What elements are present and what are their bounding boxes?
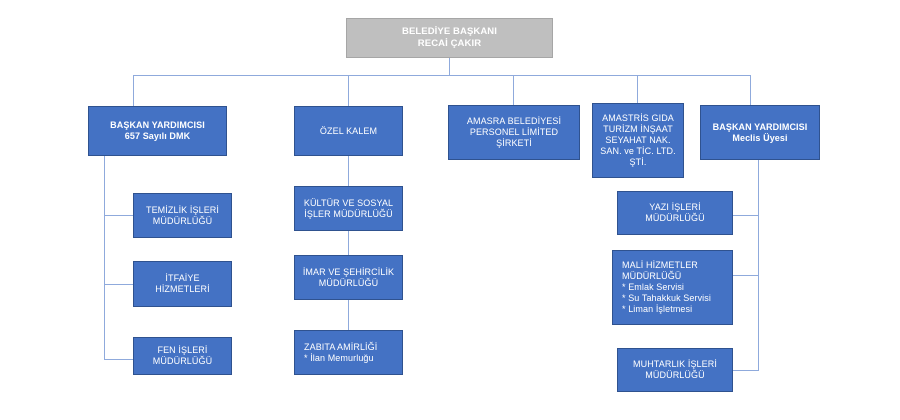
node-fen-isleri[interactable]: FEN İŞLERİ MÜDÜRLÜĞÜ [133,337,232,375]
connector-bus-to-baskan-yardimcisi-dmk [133,75,135,106]
node-zabita-amirligi-line1: ZABITA AMİRLİĞİ [304,341,378,352]
connector-right-stub-muhtarlik [733,370,759,372]
node-amastris-gida[interactable]: AMASTRİS GIDA TURİZM İNŞAAT SEYAHAT NAK.… [592,103,684,178]
node-kultur-sosyal-line1: KÜLTÜR VE SOSYAL [303,197,394,208]
node-temizlik-isleri-line2: MÜDÜRLÜĞÜ [152,215,213,226]
node-baskan-yardimcisi-meclis[interactable]: BAŞKAN YARDIMCISI Meclis Üyesi [700,105,820,160]
node-amastris-gida-line3: SEYAHAT NAK. [605,135,671,146]
node-belediye-baskani-line2: RECAİ ÇAKIR [417,38,482,49]
node-amasra-personel-line3: ŞİRKETİ [496,137,532,148]
node-fen-isleri-line2: MÜDÜRLÜĞÜ [152,356,213,366]
node-yazi-isleri[interactable]: YAZI İŞLERİ MÜDÜRLÜĞÜ [617,191,733,235]
connector-root-stem [449,58,451,75]
connector-right-stub-yazi [733,215,759,217]
node-muhtarlik-isleri-line1: MUHTARLIK İŞLERİ [633,359,717,370]
node-zabita-amirligi[interactable]: ZABITA AMİRLİĞİ * İlan Memurluğu [294,330,403,375]
node-itfaiye-hizmetleri[interactable]: İTFAİYE HİZMETLERİ [133,261,232,307]
node-mali-hizmetler-line5: * Liman İşletmesi [622,303,693,314]
node-amasra-personel-line1: AMASRA BELEDİYESİ [466,116,562,127]
node-amastris-gida-line1: AMASTRİS GIDA [602,113,674,124]
node-belediye-baskani[interactable]: BELEDİYE BAŞKANI RECAİ ÇAKIR [346,18,553,58]
node-imar-sehircilik-line1: İMAR VE ŞEHİRCİLİK [302,266,395,277]
connector-main-bus [133,75,751,77]
connector-bus-to-amasra-personel-ltd [513,75,515,105]
node-ozel-kalem-line1: ÖZEL KALEM [319,125,378,136]
node-amastris-gida-line2: TURİZM İNŞAAT [603,124,673,135]
node-amastris-gida-line4: SAN. ve TİC. LTD. [600,145,676,156]
node-muhtarlik-isleri-line2: MÜDÜRLÜĞÜ [645,370,705,380]
connector-bus-to-ozel-kalem [348,75,350,106]
connector-kultur-to-imar [348,231,350,255]
node-itfaiye-hizmetleri-line2: HİZMETLERİ [155,284,210,294]
node-zabita-amirligi-line2: * İlan Memurluğu [304,352,374,363]
connector-bus-to-amastris-gida [637,75,639,103]
node-baskan-yardimcisi-dmk-line1: BAŞKAN YARDIMCISI [110,120,205,131]
connector-right-spine [758,160,760,371]
node-kultur-sosyal-isler[interactable]: KÜLTÜR VE SOSYAL İŞLER MÜDÜRLÜĞÜ [294,186,403,231]
node-kultur-sosyal-line2: İŞLER MÜDÜRLÜĞÜ [304,208,393,219]
node-muhtarlik-isleri[interactable]: MUHTARLIK İŞLERİ MÜDÜRLÜĞÜ [617,348,733,392]
node-mali-hizmetler-line2: MÜDÜRLÜĞÜ [622,271,682,282]
connector-imar-to-zabita [348,300,350,330]
node-baskan-yardimcisi-dmk-line2: 657 Sayılı DMK [124,131,191,141]
connector-right-stub-mali [733,275,759,277]
node-itfaiye-hizmetleri-line1: İTFAİYE [165,273,200,284]
node-yazi-isleri-line2: MÜDÜRLÜĞÜ [645,213,705,223]
node-baskan-yardimcisi-meclis-line1: BAŞKAN YARDIMCISI [712,121,808,132]
node-mali-hizmetler-line4: * Su Tahakkuk Servisi [622,292,711,303]
node-mali-hizmetler-line1: MALİ HİZMETLER [622,260,698,271]
node-yazi-isleri-line1: YAZI İŞLERİ [649,202,701,213]
connector-bus-to-baskan-yardimcisi-meclis [750,75,752,105]
node-amasra-belediyesi-personel-ltd[interactable]: AMASRA BELEDİYESİ PERSONEL LİMİTED ŞİRKE… [448,105,580,160]
node-temizlik-isleri-line1: TEMİZLİK İŞLERİ [145,204,220,215]
node-baskan-yardimcisi-dmk[interactable]: BAŞKAN YARDIMCISI 657 Sayılı DMK [88,106,227,156]
connector-left-stub-temizlik [104,215,133,217]
connector-ozel-kalem-to-kultur [348,156,350,186]
node-amasra-personel-line2: PERSONEL LİMİTED [469,127,559,138]
connector-left-spine [104,156,106,360]
node-fen-isleri-line1: FEN İŞLERİ [157,345,208,356]
node-mali-hizmetler[interactable]: MALİ HİZMETLER MÜDÜRLÜĞÜ * Emlak Servisi… [612,250,733,325]
node-temizlik-isleri[interactable]: TEMİZLİK İŞLERİ MÜDÜRLÜĞÜ [133,193,232,238]
node-baskan-yardimcisi-meclis-line2: Meclis Üyesi [732,132,788,143]
node-imar-sehircilik[interactable]: İMAR VE ŞEHİRCİLİK MÜDÜRLÜĞÜ [294,255,403,300]
node-amastris-gida-line5: ŞTİ. [629,156,647,167]
node-imar-sehircilik-line2: MÜDÜRLÜĞÜ [318,277,379,288]
node-mali-hizmetler-line3: * Emlak Servisi [622,282,685,293]
connector-left-stub-fen [104,359,133,361]
connector-left-stub-itfaiye [104,284,133,286]
node-ozel-kalem[interactable]: ÖZEL KALEM [294,106,403,156]
node-belediye-baskani-line1: BELEDİYE BAŞKANI [401,26,498,38]
